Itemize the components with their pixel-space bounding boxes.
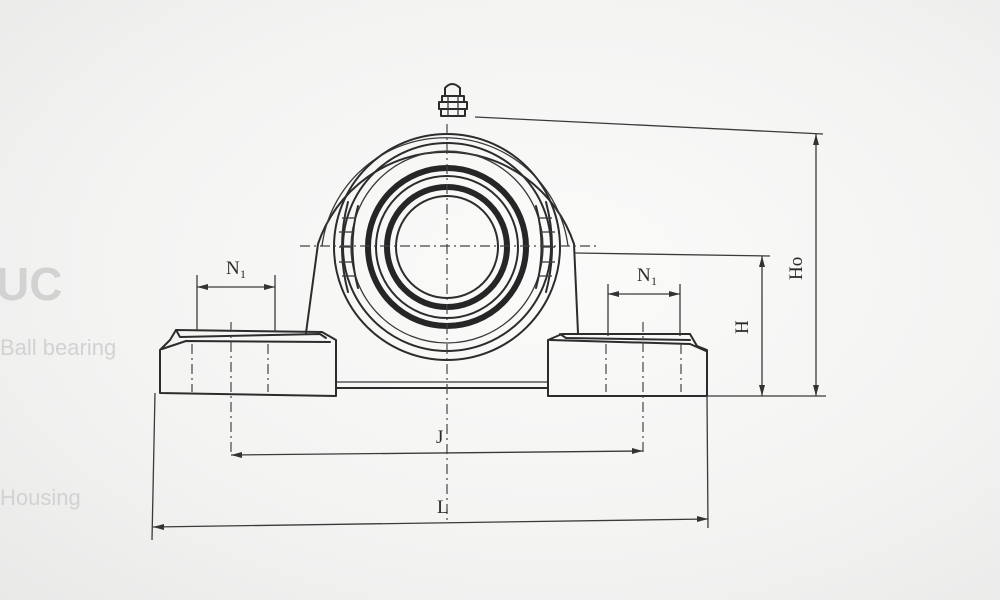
ghost-text-line2: Housing (0, 485, 81, 510)
n1-left-label: N (226, 258, 240, 279)
dimension-l: L (152, 497, 709, 530)
dimension-n1-right: N 1 (608, 265, 680, 297)
l-label: L (437, 497, 449, 518)
set-screw-right (535, 201, 555, 293)
h-label: H (732, 320, 753, 334)
n1-left-subscript: 1 (240, 267, 246, 281)
ghost-text-top: UC (0, 258, 62, 310)
grease-nipple (438, 83, 468, 117)
dimension-n1-left: N 1 (197, 258, 275, 290)
n1-right-subscript: 1 (651, 274, 657, 288)
dimension-j: J (230, 427, 644, 458)
left-foot (159, 322, 337, 452)
h0-label: Ho (786, 257, 807, 280)
dimension-h: H (732, 256, 765, 396)
n1-right-label: N (637, 265, 651, 286)
set-screw-left (339, 201, 359, 293)
extension-lines (151, 116, 826, 541)
housing-body (305, 133, 579, 389)
bleed-through-text: UC Ball bearing Housing (0, 258, 116, 510)
center-lines (300, 124, 600, 520)
ghost-text-line1: Ball bearing (0, 335, 116, 360)
dimension-h0: Ho (786, 134, 819, 396)
j-label: J (436, 427, 443, 448)
right-foot (547, 322, 708, 455)
